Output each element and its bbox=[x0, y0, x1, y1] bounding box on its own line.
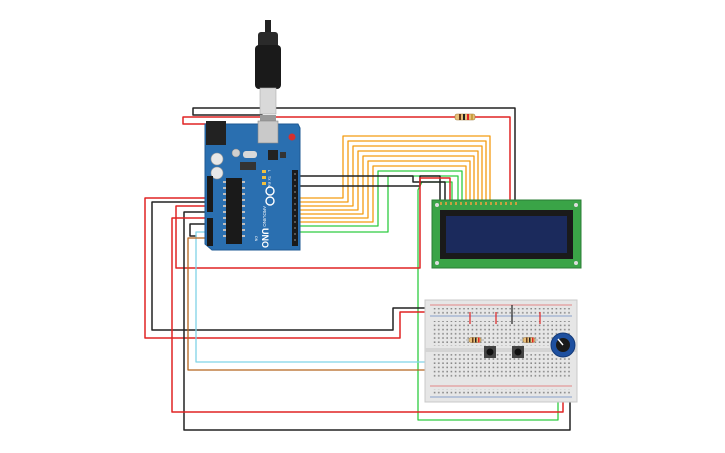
analog-header bbox=[207, 218, 213, 246]
wire-red-left-2[interactable] bbox=[175, 177, 451, 269]
pushbutton-2[interactable] bbox=[512, 346, 524, 358]
breadboard[interactable] bbox=[424, 299, 578, 403]
rail-holes-bottom bbox=[432, 389, 570, 395]
tx-label: TX bbox=[267, 176, 271, 181]
on-label: ON bbox=[254, 236, 258, 242]
resistor-bb-1[interactable] bbox=[466, 337, 484, 343]
wire-brown[interactable] bbox=[187, 237, 431, 371]
potentiometer[interactable] bbox=[550, 332, 576, 358]
lcd-pins bbox=[440, 202, 517, 205]
arduino-model-label: UNO bbox=[260, 228, 270, 248]
l-label: L bbox=[267, 170, 271, 172]
wire-green-1[interactable] bbox=[299, 170, 463, 227]
wire-black-lcd[interactable] bbox=[295, 175, 446, 201]
atmega-chip bbox=[226, 178, 242, 244]
pushbutton-1[interactable] bbox=[484, 346, 496, 358]
arduino-logo bbox=[265, 186, 275, 206]
led-l bbox=[262, 170, 266, 173]
lcd-16x2[interactable] bbox=[431, 199, 582, 269]
arduino-brand-label: ARDUINO bbox=[262, 206, 267, 227]
wire-green-3[interactable] bbox=[417, 181, 559, 421]
led-rx bbox=[262, 182, 266, 185]
resistor-bb-2[interactable] bbox=[520, 337, 538, 343]
wire-red-top[interactable] bbox=[182, 116, 511, 201]
usb-port bbox=[257, 120, 279, 144]
wire-black-lcd-2[interactable] bbox=[295, 175, 441, 201]
resistor-top[interactable] bbox=[454, 113, 476, 121]
reset-button[interactable] bbox=[288, 133, 296, 141]
power-header bbox=[207, 176, 213, 212]
led-tx bbox=[262, 176, 266, 179]
arduino-uno[interactable]: ARDUINO UNO ON L TX RX bbox=[204, 120, 301, 251]
rail-holes-top bbox=[432, 308, 570, 314]
grid-holes-top bbox=[432, 321, 570, 346]
rx-label: RX bbox=[267, 182, 271, 188]
grid-holes-bottom bbox=[432, 354, 570, 379]
usb-cable[interactable] bbox=[255, 20, 281, 121]
digital-header bbox=[292, 170, 298, 246]
wire-black-left-2[interactable] bbox=[183, 211, 571, 431]
wire-black-top[interactable] bbox=[192, 107, 516, 201]
power-jack bbox=[206, 121, 226, 145]
lcd-data-bundle bbox=[299, 135, 491, 223]
lcd-screen bbox=[446, 216, 567, 253]
wire-black-left-3[interactable] bbox=[189, 223, 211, 237]
